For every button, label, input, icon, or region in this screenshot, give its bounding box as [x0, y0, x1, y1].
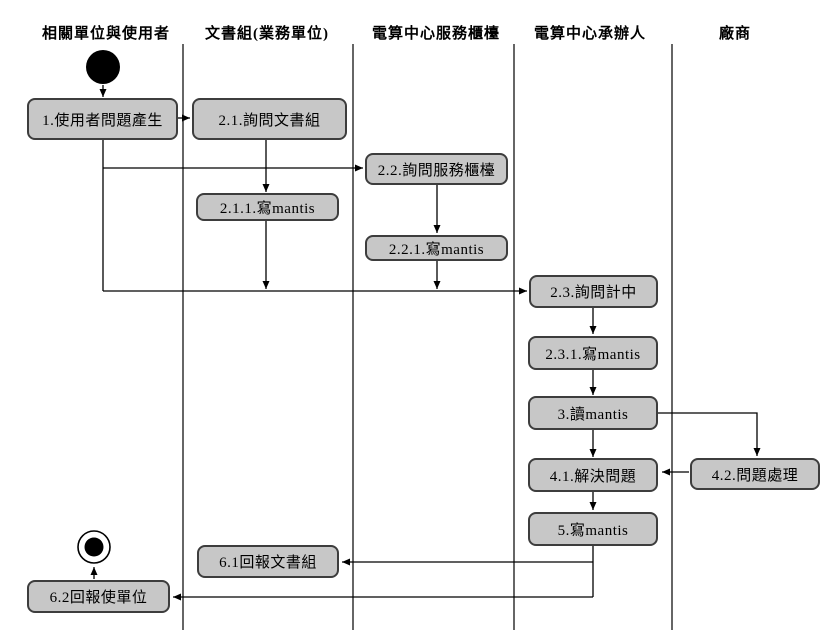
- edges: [90, 85, 761, 601]
- activity-6.2-report-user-unit: 6.2回報使單位: [27, 580, 170, 613]
- activity-5-write-mantis: 5.寫mantis: [528, 512, 658, 546]
- activity-4.2-problem-handling: 4.2.問題處理: [690, 458, 820, 490]
- activity-6.1-report-document-group: 6.1回報文書組: [197, 545, 339, 578]
- lane-header-related-units-and-users: 相關單位與使用者: [41, 26, 170, 42]
- activity-4.1-solve-problem: 4.1.解決問題: [528, 458, 658, 492]
- lane-separators: [182, 44, 673, 630]
- lane-header-cc-staff: 電算中心承辦人: [533, 26, 646, 42]
- activity-2.1-ask-document-group: 2.1.詢問文書組: [192, 98, 347, 140]
- activity-3-read-mantis: 3.讀mantis: [528, 396, 658, 430]
- lane-header-cc-service-counter: 電算中心服務櫃檯: [371, 26, 500, 42]
- final-node-icon: [77, 530, 111, 564]
- activity-2.2-ask-service-counter: 2.2.詢問服務櫃檯: [365, 153, 508, 185]
- activity-2.1.1-write-mantis: 2.1.1.寫mantis: [196, 193, 339, 221]
- activity-2.3-ask-computing-center: 2.3.詢問計中: [529, 275, 658, 308]
- initial-node-icon: [86, 50, 120, 84]
- activity-2.3.1-write-mantis: 2.3.1.寫mantis: [528, 336, 658, 370]
- activity-1-user-problem-occurs: 1.使用者問題產生: [27, 98, 178, 140]
- activity-2.2.1-write-mantis: 2.2.1.寫mantis: [365, 235, 508, 261]
- edge-3-to-4.2: [658, 412, 761, 456]
- lane-header-vendor: 廠商: [718, 26, 751, 42]
- lane-header-document-group: 文書組(業務單位): [205, 26, 329, 42]
